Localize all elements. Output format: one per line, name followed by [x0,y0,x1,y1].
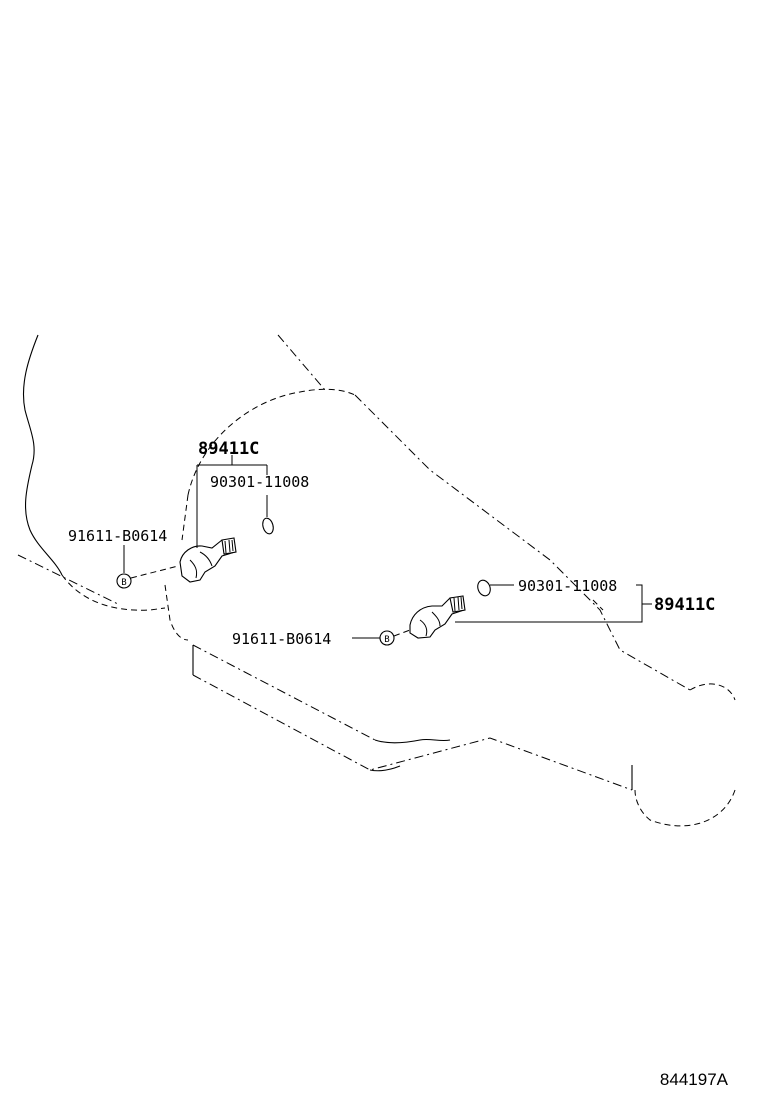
bolt-right: B [379,630,395,646]
bolt-left-axis [130,565,179,579]
figure-number: 844197A [660,1070,729,1089]
transmission-housing-outline [17,334,736,827]
leaders-left [123,455,268,573]
o-ring-left [262,517,274,535]
o-ring-right [477,579,491,597]
bolt-right-axis [393,629,411,637]
speed-sensor-left [179,537,237,583]
speed-sensor-right [409,595,466,639]
svg-text:B: B [121,578,126,588]
label-90301-11008-right: 90301-11008 [518,577,617,595]
label-91611-b0614-right: 91611-B0614 [232,630,331,648]
label-91611-b0614-left: 91611-B0614 [68,527,167,545]
label-89411c-right: 89411C [654,595,715,615]
leaders-right [352,584,652,639]
label-89411c-left: 89411C [198,439,259,459]
svg-text:B: B [384,635,389,645]
bolt-left: B [116,573,132,589]
label-90301-11008-left: 90301-11008 [210,473,309,491]
